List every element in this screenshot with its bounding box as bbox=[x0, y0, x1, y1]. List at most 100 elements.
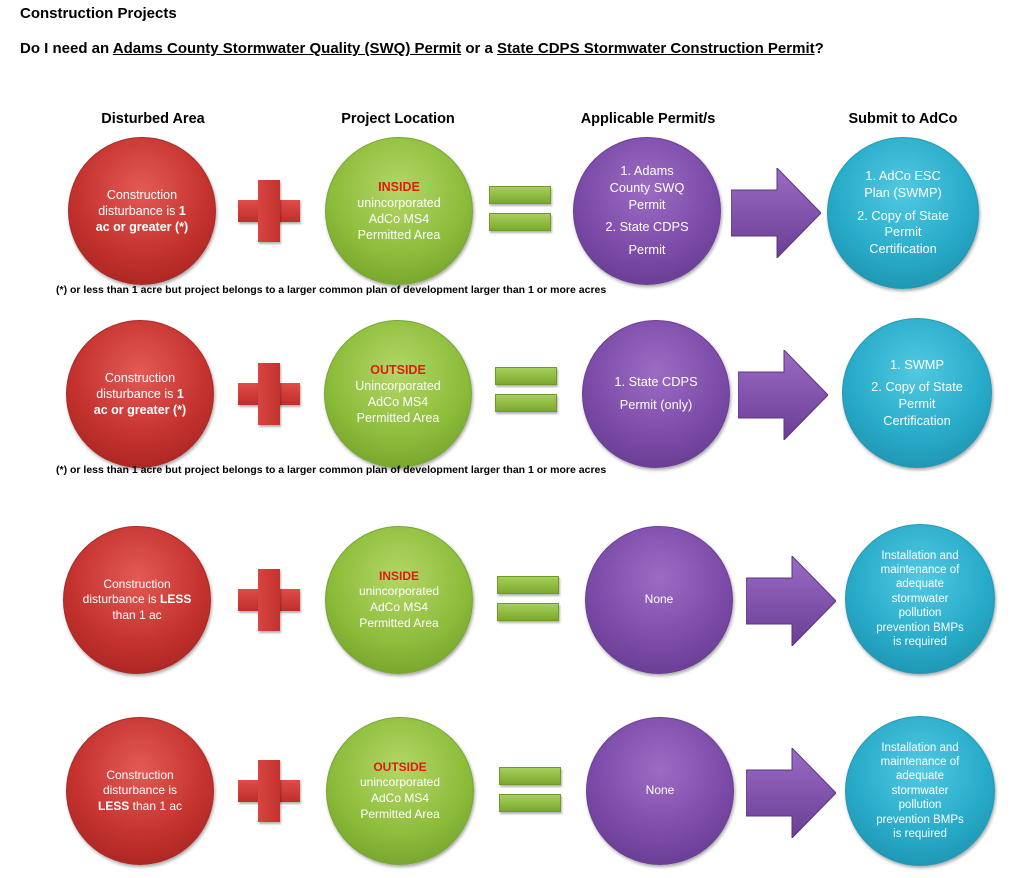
submit-to-adco-circle-4: Installation and maintenance of adequate… bbox=[845, 716, 995, 866]
question-heading: Do I need an Adams County Stormwater Qua… bbox=[20, 40, 824, 57]
submit-text-line: maintenance of bbox=[880, 564, 960, 577]
submit-text-line: prevention BMPs bbox=[876, 813, 964, 826]
location-text-line: Permitted Area bbox=[359, 615, 439, 630]
right-arrow-icon bbox=[746, 748, 836, 838]
right-arrow-icon bbox=[746, 556, 836, 646]
submit-to-adco-circle-2: 1. SWMP 2. Copy of State Permit Certific… bbox=[842, 318, 992, 468]
submit-text-line: Certification bbox=[883, 412, 951, 428]
applicable-permits-circle-4: None bbox=[586, 717, 734, 865]
submit-text-line: 1. AdCo ESC bbox=[865, 168, 941, 184]
submit-text-line: Certification bbox=[869, 240, 937, 256]
submit-text-line: 1. SWMP bbox=[889, 356, 945, 372]
plus-icon bbox=[238, 180, 300, 242]
question-suffix: ? bbox=[814, 40, 824, 57]
submit-text-line: pollution bbox=[898, 799, 942, 812]
submit-to-adco-circle-3: Installation and maintenance of adequate… bbox=[845, 524, 995, 674]
permit-text-line: County SWQ bbox=[609, 180, 685, 196]
location-keyword: INSIDE bbox=[378, 179, 420, 194]
header-submit-to-adco: Submit to AdCo bbox=[848, 111, 958, 127]
submit-text-line: adequate bbox=[896, 578, 944, 591]
location-text-line: Permitted Area bbox=[357, 228, 441, 243]
submit-text-line: Installation and bbox=[881, 741, 959, 754]
applicable-permits-circle-1: 1. Adams County SWQ Permit 2. State CDPS… bbox=[573, 137, 721, 285]
right-arrow-icon bbox=[731, 168, 821, 258]
right-arrow-icon bbox=[738, 350, 828, 440]
location-text-line: AdCo MS4 bbox=[368, 212, 430, 226]
submit-text-line: Permit bbox=[898, 396, 936, 411]
submit-text-line: 2. Copy of State bbox=[857, 207, 949, 223]
disturbed-area-circle-2: Construction disturbance is 1 ac or grea… bbox=[66, 320, 214, 468]
header-disturbed-area: Disturbed Area bbox=[101, 111, 205, 127]
disturbed-text-line: disturbance is 1 bbox=[96, 386, 184, 402]
submit-text-line: 2. Copy of State bbox=[871, 379, 963, 395]
project-location-circle-1: INSIDE unincorporated AdCo MS4 Permitted… bbox=[325, 137, 473, 285]
submit-text-line: Plan (SWMP) bbox=[864, 185, 942, 201]
disturbed-area-circle-1: Construction disturbance is 1 ac or grea… bbox=[68, 137, 216, 285]
permit-text-line: 2. State CDPS bbox=[605, 219, 689, 235]
disturbed-text: disturbance is bbox=[96, 386, 177, 401]
disturbed-text-line: disturbance is bbox=[102, 783, 178, 798]
disturbed-emphasis: 1 bbox=[176, 386, 184, 401]
question-middle: or a bbox=[461, 40, 498, 57]
permit-text-line: Permit bbox=[628, 196, 666, 212]
submit-text-line: stormwater bbox=[891, 784, 949, 797]
submit-text-line: pollution bbox=[898, 607, 942, 620]
submit-text-line: Permit bbox=[884, 224, 922, 240]
permit-text-line: Permit bbox=[628, 241, 666, 257]
permit-text-line: 1. State CDPS bbox=[614, 374, 698, 390]
submit-text-line: Installation and bbox=[881, 549, 959, 562]
equals-icon bbox=[499, 767, 561, 813]
disturbed-emphasis: LESS bbox=[160, 592, 192, 607]
location-text-line: unincorporated bbox=[359, 775, 441, 790]
submit-text-line: is required bbox=[893, 635, 947, 648]
location-text-line: unincorporated bbox=[358, 584, 440, 599]
submit-to-adco-circle-1: 1. AdCo ESC Plan (SWMP) 2. Copy of State… bbox=[827, 137, 979, 289]
swq-permit-link[interactable]: Adams County Stormwater Quality (SWQ) Pe… bbox=[112, 40, 462, 57]
disturbed-area-circle-3: Construction disturbance is LESS than 1 … bbox=[63, 526, 211, 674]
location-keyword: OUTSIDE bbox=[370, 362, 426, 377]
submit-text-line: maintenance of bbox=[880, 756, 960, 769]
permit-text-line: Permit (only) bbox=[619, 397, 693, 412]
applicable-permits-circle-3: None bbox=[585, 526, 733, 674]
cdps-permit-link[interactable]: State CDPS Stormwater Construction Permi… bbox=[497, 40, 815, 57]
project-location-circle-2: OUTSIDE Unincorporated AdCo MS4 Permitte… bbox=[324, 320, 472, 468]
disturbed-text-line: ac or greater (*) bbox=[93, 403, 187, 418]
disturbed-text-line: than 1 ac bbox=[112, 607, 162, 622]
submit-text-line: adequate bbox=[896, 770, 944, 783]
location-text-line: Permitted Area bbox=[356, 411, 440, 426]
project-location-circle-3: INSIDE unincorporated AdCo MS4 Permitted… bbox=[325, 526, 473, 674]
equals-icon bbox=[497, 576, 559, 622]
location-keyword: OUTSIDE bbox=[373, 759, 427, 774]
project-location-circle-4: OUTSIDE unincorporated AdCo MS4 Permitte… bbox=[326, 717, 474, 865]
disturbed-text-line: LESS than 1 ac bbox=[98, 799, 182, 815]
plus-icon bbox=[238, 363, 300, 425]
submit-text-line: stormwater bbox=[891, 592, 949, 605]
header-applicable-permits: Applicable Permit/s bbox=[580, 111, 716, 127]
disturbed-text-line: Construction bbox=[106, 767, 174, 782]
location-text-line: Permitted Area bbox=[360, 806, 440, 821]
disturbed-emphasis: LESS bbox=[97, 798, 130, 813]
submit-text-line: is required bbox=[893, 827, 947, 840]
permit-text-line: 1. Adams bbox=[620, 163, 674, 179]
location-text-line: unincorporated bbox=[357, 195, 441, 210]
plus-icon bbox=[238, 760, 300, 822]
disturbed-text: than 1 ac bbox=[129, 798, 183, 813]
footnote: (*) or less than 1 acre but project belo… bbox=[56, 284, 607, 296]
location-text-line: Unincorporated bbox=[355, 378, 441, 393]
location-text-line: AdCo MS4 bbox=[369, 600, 429, 614]
applicable-permits-circle-2: 1. State CDPS Permit (only) bbox=[582, 320, 730, 468]
footnote: (*) or less than 1 acre but project belo… bbox=[56, 464, 607, 476]
disturbed-text-line: Construction bbox=[103, 576, 171, 591]
submit-text-line: prevention BMPs bbox=[876, 621, 964, 634]
question-prefix: Do I need an bbox=[20, 40, 113, 57]
page-title: Construction Projects bbox=[20, 5, 177, 22]
location-keyword: INSIDE bbox=[378, 568, 419, 583]
permit-text-line: None bbox=[644, 592, 674, 607]
disturbed-emphasis: 1 bbox=[178, 203, 186, 218]
location-text-line: AdCo MS4 bbox=[370, 791, 430, 805]
equals-icon bbox=[489, 186, 551, 232]
disturbed-text: disturbance is bbox=[98, 203, 179, 218]
plus-icon bbox=[238, 569, 300, 631]
permit-text-line: None bbox=[645, 783, 675, 798]
location-text-line: AdCo MS4 bbox=[367, 395, 429, 409]
